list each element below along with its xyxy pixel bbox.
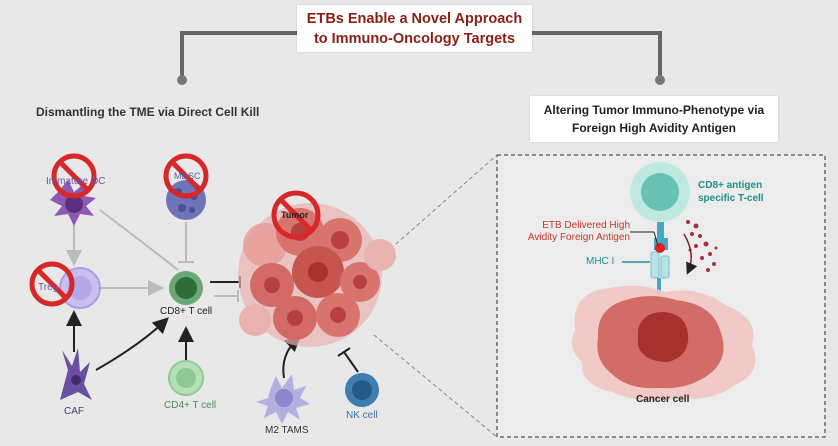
cancer-cell-label: Cancer cell xyxy=(636,394,690,405)
m2-tams-label: M2 TAMS xyxy=(265,425,309,436)
caf-graphic xyxy=(60,348,92,400)
immature-dc-label: Immature DC xyxy=(46,176,106,187)
title-box: ETBs Enable a Novel Approach to Immuno-O… xyxy=(297,5,532,52)
cd8-graphic xyxy=(169,271,203,305)
right-heading-line-1: Altering Tumor Immuno-Phenotype via xyxy=(543,103,765,117)
no-signs xyxy=(29,153,321,307)
release-arrow xyxy=(683,233,698,275)
tumor-graphic xyxy=(238,203,396,347)
mhc-complex-graphic xyxy=(650,243,670,294)
title-line-2: to Immuno-Oncology Targets xyxy=(313,30,516,47)
m2-tams-graphic xyxy=(256,374,310,424)
cd4-label: CD4+ T cell xyxy=(164,400,217,411)
nk-cell-graphic xyxy=(345,373,379,407)
cd8-antigen-label-1: CD8+ antigen xyxy=(698,180,763,191)
etb-label-1: ETB Delivered High xyxy=(542,220,630,231)
no-sign-immature-dc-icon xyxy=(51,153,97,199)
gray-connectors xyxy=(66,209,239,302)
right-heading-box: Altering Tumor Immuno-Phenotype via Fore… xyxy=(530,96,778,142)
zoom-line-top xyxy=(379,154,498,259)
cd8-antigen-tcell-graphic xyxy=(630,162,690,250)
cd8-antigen-label-2: specific T-cell xyxy=(698,193,764,204)
left-heading: Dismantling the TME via Direct Cell Kill xyxy=(36,105,260,119)
no-sign-treg-icon xyxy=(29,261,75,307)
title-bracket xyxy=(177,31,665,85)
treg-graphic xyxy=(59,267,101,309)
right-heading-line-2: Foreign High Avidity Antigen xyxy=(572,121,736,135)
cd8-label: CD8+ T cell xyxy=(160,306,213,317)
no-sign-tumor-icon xyxy=(271,190,321,240)
tumor-label: Tumor xyxy=(281,210,309,220)
caf-label: CAF xyxy=(64,406,84,417)
zoom-line-bottom xyxy=(373,334,498,438)
mdsc-graphic xyxy=(166,180,206,220)
etb-label-2: Avidity Foreign Antigen xyxy=(527,232,630,243)
mdsc-label: MDSC xyxy=(174,171,201,181)
no-sign-mdsc-icon xyxy=(163,153,209,199)
nk-cell-label: NK cell xyxy=(346,410,378,421)
mhc-label: MHC I xyxy=(586,256,615,267)
title-line-1: ETBs Enable a Novel Approach xyxy=(306,10,523,27)
cytokine-dots xyxy=(686,220,718,272)
cancer-cell-graphic xyxy=(571,285,756,401)
treg-label: Treg xyxy=(38,282,59,293)
cd4-graphic xyxy=(168,360,204,396)
